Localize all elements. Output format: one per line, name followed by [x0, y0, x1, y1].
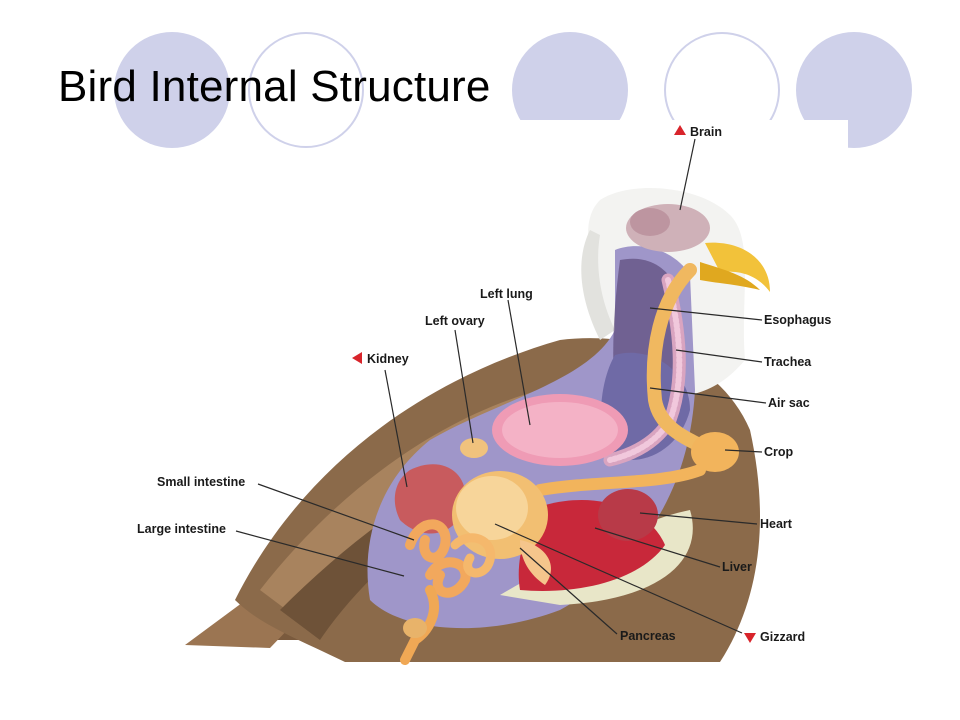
label-liver: Liver [722, 560, 752, 574]
label-heart: Heart [760, 517, 793, 531]
leader-lines [235, 138, 767, 635]
label-pancreas: Pancreas [620, 629, 676, 643]
decor-circle-outline [248, 32, 364, 148]
label-trachea: Trachea [764, 355, 812, 369]
slide-title: Bird Internal Structure [58, 62, 491, 111]
label-air-sac: Air sac [768, 396, 810, 410]
decor-circle [114, 32, 230, 148]
gizzard-marker [744, 633, 756, 643]
label-small-intestine: Small intestine [157, 475, 245, 489]
bird-illustration [185, 188, 770, 665]
label-brain: Brain [690, 125, 722, 139]
label-esophagus: Esophagus [764, 313, 831, 327]
label-left-ovary: Left ovary [425, 314, 485, 328]
label-left-lung: Left lung [480, 287, 533, 301]
label-kidney: Kidney [367, 352, 409, 366]
label-gizzard: Gizzard [760, 630, 805, 644]
kidney-marker [352, 352, 362, 364]
label-crop: Crop [764, 445, 794, 459]
brain-marker [674, 125, 686, 135]
label-large-intestine: Large intestine [137, 522, 226, 536]
